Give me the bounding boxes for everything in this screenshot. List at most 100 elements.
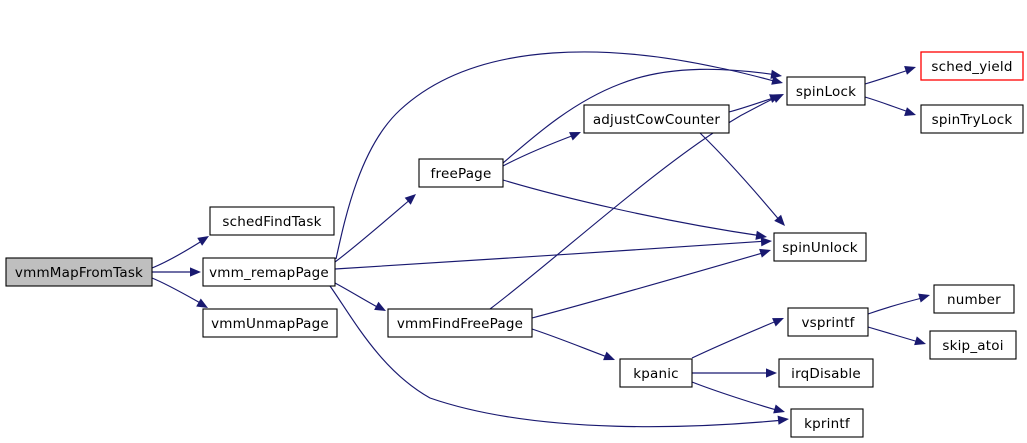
node-box[interactable]: [787, 307, 869, 337]
node-box[interactable]: [920, 51, 1024, 81]
node-box[interactable]: [418, 158, 504, 188]
edge-vmm_remapPage-to-spinLock: [335, 51, 783, 260]
edge-vmm_remapPage-to-freePage: [334, 194, 416, 263]
edge-line: [334, 197, 413, 263]
edge-line: [531, 251, 767, 319]
node-label: kprintf: [804, 416, 851, 432]
node-label: number: [947, 292, 1001, 308]
node-kpanic[interactable]: kpanic: [619, 358, 693, 388]
edge-line: [151, 277, 205, 306]
node-label: kpanic: [633, 366, 679, 382]
arrowhead-icon: [774, 214, 785, 226]
arrowhead-icon: [404, 194, 416, 205]
arrowhead-icon: [196, 298, 208, 308]
node-box[interactable]: [773, 232, 867, 262]
edge-kpanic-to-vsprintf: [691, 318, 784, 359]
node-box[interactable]: [778, 358, 874, 388]
arrowhead-icon: [772, 318, 784, 327]
node-label: freePage: [431, 166, 492, 182]
node-box[interactable]: [786, 76, 866, 106]
edge-line: [867, 326, 923, 344]
edge-vmmFindFreePage-to-spinUnlock: [531, 248, 771, 319]
node-label: vmmFindFreePage: [397, 316, 523, 332]
node-kprintf[interactable]: kprintf: [790, 408, 864, 438]
edge-line: [502, 68, 778, 164]
node-sched_yield[interactable]: sched_yield: [920, 51, 1024, 81]
node-irqDisable[interactable]: irqDisable: [778, 358, 874, 388]
arrowhead-icon: [904, 107, 916, 116]
node-box[interactable]: [202, 257, 336, 287]
node-label: vmmMapFromTask: [15, 265, 143, 281]
node-box[interactable]: [387, 308, 533, 338]
node-box[interactable]: [619, 358, 693, 388]
node-label: vmm_remapPage: [209, 265, 329, 281]
arrowhead-icon: [759, 248, 771, 258]
node-box[interactable]: [5, 257, 153, 287]
node-spinTryLock[interactable]: spinTryLock: [920, 104, 1024, 134]
node-vmmUnmapPage[interactable]: vmmUnmapPage: [202, 308, 338, 338]
edge-kpanic-to-irqDisable: [692, 368, 777, 378]
node-label: skip_atoi: [942, 338, 1003, 354]
edge-line: [502, 133, 578, 167]
node-adjustCowCounter[interactable]: adjustCowCounter: [583, 104, 730, 134]
arrowhead-icon: [569, 132, 581, 141]
edge-vmmFindFreePage-to-spinLock: [489, 94, 784, 310]
node-label: adjustCowCounter: [593, 112, 721, 128]
node-spinUnlock[interactable]: spinUnlock: [773, 232, 867, 262]
edge-vmm_remapPage-to-vmmFindFreePage: [334, 282, 386, 311]
node-label: vsprintf: [801, 315, 855, 331]
edge-line: [691, 319, 780, 359]
edge-line: [691, 381, 781, 412]
node-box[interactable]: [583, 104, 730, 134]
edge-vsprintf-to-skip_atoi: [867, 326, 926, 346]
node-number[interactable]: number: [933, 284, 1015, 314]
arrowhead-icon: [190, 267, 201, 277]
node-schedFindTask[interactable]: schedFindTask: [209, 206, 335, 236]
edge-line: [334, 282, 382, 310]
edge-freePage-to-spinUnlock: [502, 179, 767, 240]
edge-kpanic-to-kprintf: [691, 381, 785, 414]
arrowhead-icon: [770, 69, 782, 79]
node-label: spinUnlock: [782, 240, 858, 256]
arrowhead-icon: [766, 368, 777, 378]
node-spinLock[interactable]: spinLock: [786, 76, 866, 106]
node-box[interactable]: [202, 308, 338, 338]
arrowhead-icon: [904, 66, 916, 75]
node-box[interactable]: [209, 206, 335, 236]
edge-line: [489, 95, 780, 310]
node-vmmFindFreePage[interactable]: vmmFindFreePage: [387, 308, 533, 338]
node-label: schedFindTask: [222, 214, 321, 230]
edge-line: [864, 68, 913, 85]
arrowhead-icon: [760, 237, 772, 247]
node-box[interactable]: [920, 104, 1024, 134]
arrowhead-icon: [755, 230, 767, 240]
node-vmmMapFromTask[interactable]: vmmMapFromTask: [5, 257, 153, 287]
arrowhead-icon: [771, 75, 783, 85]
node-box[interactable]: [933, 284, 1015, 314]
node-skip_atoi[interactable]: skip_atoi: [929, 330, 1017, 360]
edge-line: [334, 240, 768, 270]
arrowhead-icon: [772, 94, 784, 103]
edge-vmm_remapPage-to-spinUnlock: [334, 237, 772, 270]
arrowhead-icon: [197, 236, 209, 246]
edge-spinLock-to-spinTryLock: [864, 96, 916, 116]
arrowhead-icon: [914, 336, 926, 346]
node-vmm_remapPage[interactable]: vmm_remapPage: [202, 257, 336, 287]
arrowhead-icon: [918, 293, 930, 303]
edge-adjustCowCounter-to-spinLock: [728, 94, 781, 113]
node-box[interactable]: [929, 330, 1017, 360]
node-freePage[interactable]: freePage: [418, 158, 504, 188]
node-box[interactable]: [790, 408, 864, 438]
nodes-layer: vmmMapFromTask schedFindTask vmm_remapPage…: [5, 51, 1024, 438]
edges-layer: [151, 51, 930, 428]
arrowhead-icon: [374, 301, 386, 311]
edge-vmmMapFromTask-to-vmm_remapPage: [152, 267, 201, 277]
node-label: spinTryLock: [932, 112, 1013, 128]
edge-line: [502, 179, 763, 237]
arrowhead-icon: [603, 351, 615, 361]
edge-freePage-to-spinLock: [502, 68, 782, 164]
edge-vmmFindFreePage-to-kpanic: [531, 328, 615, 361]
node-vsprintf[interactable]: vsprintf: [787, 307, 869, 337]
